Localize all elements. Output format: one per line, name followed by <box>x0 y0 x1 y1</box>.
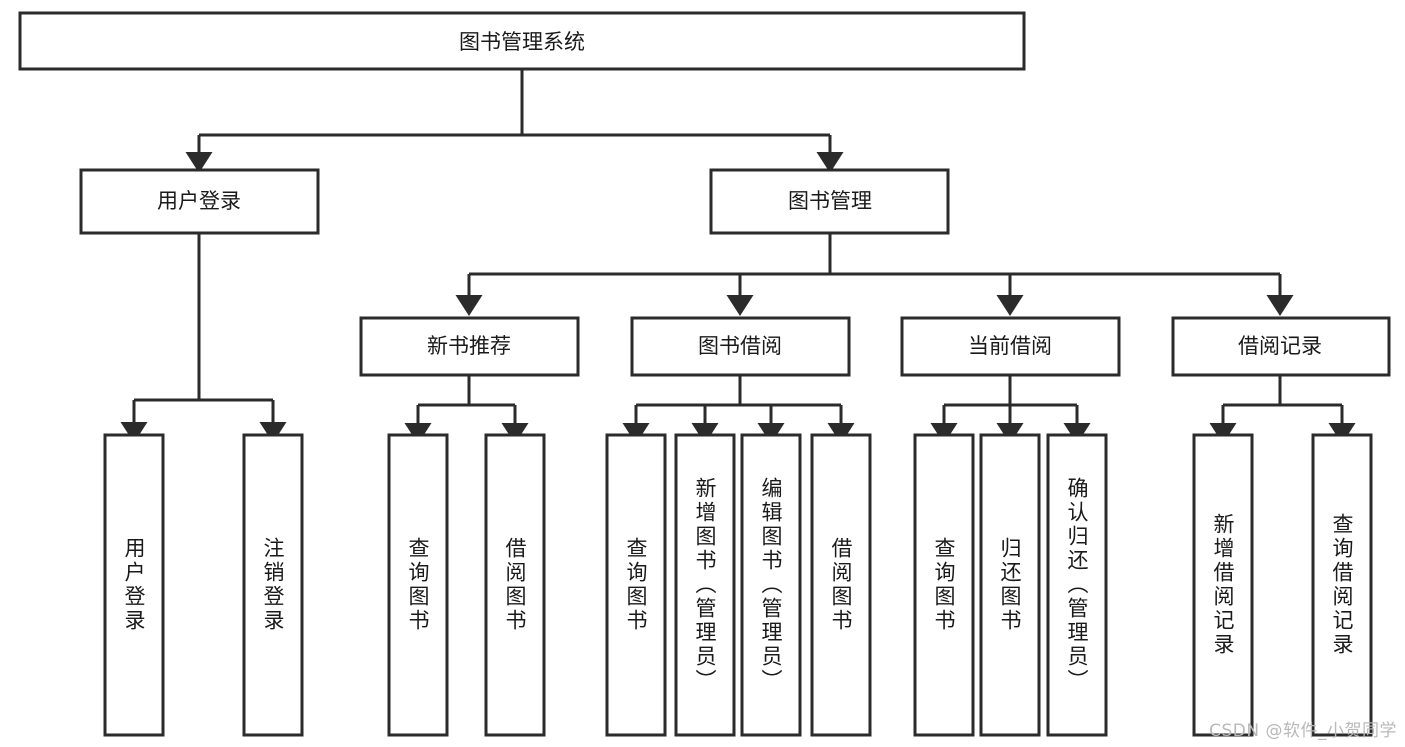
leaf-box[interactable] <box>387 433 449 737</box>
leaf-label: 确认归还（管理员） <box>1065 477 1089 693</box>
node-user-login[interactable]: 用户登录 <box>79 168 320 235</box>
leaf-box[interactable] <box>979 433 1041 737</box>
connector-group-new-book <box>404 375 529 444</box>
leaf-box[interactable] <box>484 433 546 737</box>
leaf-box[interactable] <box>242 433 304 737</box>
leaf-box[interactable] <box>740 433 802 737</box>
connector-group-book-borrow <box>622 375 855 444</box>
leaf-box[interactable] <box>103 433 165 737</box>
node-book-manage-box[interactable] <box>709 168 950 235</box>
leaf-new-book-0[interactable]: 查询图书 <box>387 433 449 737</box>
leaf-user-login-1[interactable]: 注销登录 <box>242 433 304 737</box>
connector-group-borrow-record <box>1209 375 1356 444</box>
node-book-borrow-label: 图书借阅 <box>698 334 782 358</box>
leaf-current-borrow-1[interactable]: 归还图书 <box>979 433 1041 737</box>
connector-group-user-login <box>120 233 287 443</box>
leaf-label: 用户登录 <box>122 537 146 633</box>
node-user-login-label: 用户登录 <box>157 189 241 213</box>
leaf-user-login-0[interactable]: 用户登录 <box>103 433 165 737</box>
leaf-borrow-record-0[interactable]: 新增借阅记录 <box>1192 433 1254 737</box>
leaf-label: 注销登录 <box>261 537 285 633</box>
node-user-login-box[interactable] <box>79 168 320 235</box>
leaf-current-borrow-2[interactable]: 确认归还（管理员） <box>1046 433 1108 737</box>
leaf-label: 查询图书 <box>624 537 648 633</box>
leaf-box[interactable] <box>605 433 667 737</box>
node-borrow-record-box[interactable] <box>1171 316 1391 377</box>
node-root-label: 图书管理系统 <box>459 30 585 54</box>
node-new-book-recommend[interactable]: 新书推荐 <box>359 316 580 377</box>
connector-group-book-manage <box>455 233 1294 316</box>
leaf-label: 借阅图书 <box>829 537 853 633</box>
leaf-book-borrow-3[interactable]: 借阅图书 <box>810 433 872 737</box>
leaf-box[interactable] <box>810 433 872 737</box>
node-borrow-record-label: 借阅记录 <box>1238 334 1322 358</box>
leaf-current-borrow-0[interactable]: 查询图书 <box>913 433 975 737</box>
leaf-box[interactable] <box>1192 433 1254 737</box>
leaf-box[interactable] <box>1311 433 1373 737</box>
node-root-box[interactable] <box>18 11 1026 71</box>
leaf-label: 新增借阅记录 <box>1211 513 1235 657</box>
node-new-book-recommend-box[interactable] <box>359 316 580 377</box>
csdn-watermark: CSDN @软件_小贺同学 <box>1209 721 1397 741</box>
node-book-borrow[interactable]: 图书借阅 <box>630 316 851 377</box>
leaf-label: 查询图书 <box>406 537 430 633</box>
leaf-box[interactable] <box>1046 433 1108 737</box>
leaf-label: 查询借阅记录 <box>1330 513 1354 657</box>
leaf-new-book-1[interactable]: 借阅图书 <box>484 433 546 737</box>
leaf-book-borrow-0[interactable]: 查询图书 <box>605 433 667 737</box>
node-book-manage[interactable]: 图书管理 <box>709 168 950 235</box>
leaf-box[interactable] <box>674 433 736 737</box>
leaf-label: 查询图书 <box>932 537 956 633</box>
connector-group-root <box>185 69 844 173</box>
node-current-borrow-label: 当前借阅 <box>968 334 1052 358</box>
leaf-borrow-record-1[interactable]: 查询借阅记录 <box>1311 433 1373 737</box>
leaf-label: 借阅图书 <box>503 537 527 633</box>
leaf-box[interactable] <box>913 433 975 737</box>
node-new-book-recommend-label: 新书推荐 <box>427 334 511 358</box>
node-current-borrow-box[interactable] <box>900 316 1121 377</box>
node-root[interactable]: 图书管理系统 <box>18 11 1026 71</box>
node-current-borrow[interactable]: 当前借阅 <box>900 316 1121 377</box>
connector-group-current-borrow <box>930 375 1091 444</box>
node-book-borrow-box[interactable] <box>630 316 851 377</box>
leaf-book-borrow-1[interactable]: 新增图书（管理员） <box>674 433 736 737</box>
leaf-label: 新增图书（管理员） <box>693 477 717 693</box>
node-book-manage-label: 图书管理 <box>788 189 872 213</box>
node-borrow-record[interactable]: 借阅记录 <box>1171 316 1391 377</box>
leaf-book-borrow-2[interactable]: 编辑图书（管理员） <box>740 433 802 737</box>
leaf-label: 归还图书 <box>998 537 1022 633</box>
leaf-label: 编辑图书（管理员） <box>759 477 783 693</box>
